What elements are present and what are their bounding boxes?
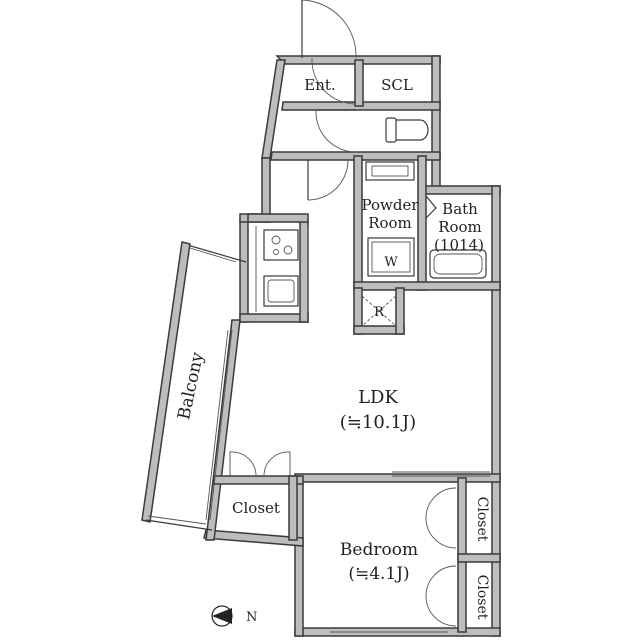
interior-walls — [213, 59, 501, 633]
bath-room-label-2: Room — [438, 218, 482, 236]
closet-ldk-label: Closet — [232, 499, 280, 517]
fixtures — [255, 117, 487, 327]
ldk-label: LDK — [358, 387, 398, 408]
entrance-label: Ent. — [304, 76, 335, 94]
refrigerator-marker — [361, 295, 397, 327]
closet-bedroom-upper-label: Closet — [474, 497, 490, 542]
stove-fixture — [263, 229, 299, 261]
bedroom-label: Bedroom — [340, 540, 418, 560]
compass-label: N — [246, 610, 257, 625]
kitchen-sink-fixture — [263, 275, 299, 307]
scl-label: SCL — [381, 76, 413, 94]
balcony-label: Balcony — [174, 350, 208, 421]
powder-room-label-1: Powder — [361, 196, 419, 214]
washer-fixture — [367, 237, 415, 277]
doors — [229, 0, 490, 633]
ldk-size: (≒10.1J) — [340, 412, 416, 433]
bath-room-label-1: Bath — [442, 200, 478, 218]
toilet-fixture — [385, 117, 429, 143]
sink-fixture — [365, 161, 415, 181]
powder-room-label-2: Room — [368, 214, 412, 232]
bedroom-size: (≒4.1J) — [348, 564, 409, 584]
closet-bedroom-lower-label: Closet — [474, 575, 490, 620]
north-compass: N — [211, 605, 257, 627]
refrigerator-label: R — [374, 305, 385, 320]
bath-room-size: (1014) — [434, 236, 484, 254]
washer-label: W — [384, 255, 398, 270]
north-arrow-icon — [212, 608, 232, 624]
bathtub-fixture — [429, 249, 487, 279]
balcony-structure — [141, 241, 247, 531]
